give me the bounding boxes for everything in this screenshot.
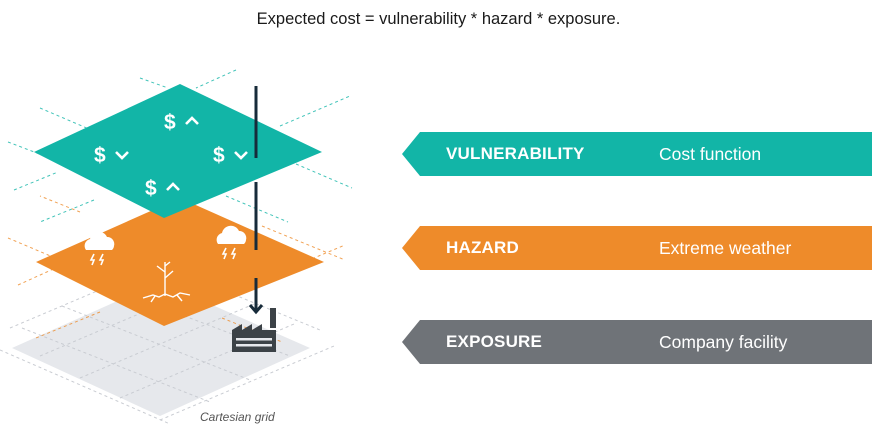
dollar-down-marker: $ <box>94 144 129 167</box>
pointer-icon <box>402 132 420 176</box>
label-bar: HAZARD Extreme weather <box>420 226 872 270</box>
hazard-label: HAZARD Extreme weather <box>402 226 872 270</box>
downward-arrow <box>248 86 264 315</box>
layer-name: HAZARD <box>446 238 519 257</box>
vulnerability-layer: $ $ $ $ <box>7 69 353 223</box>
layer-description: Extreme weather <box>659 238 792 258</box>
label-bar: EXPOSURE Company facility <box>420 320 872 364</box>
dry-plant-icon <box>142 261 191 303</box>
chevron-up-icon <box>185 116 199 125</box>
chevron-down-icon <box>115 151 129 160</box>
storm-cloud-icon <box>84 231 115 266</box>
dollar-icon: $ <box>164 111 176 134</box>
label-bar: VULNERABILITY Cost function <box>420 132 872 176</box>
layer-name: EXPOSURE <box>446 332 543 351</box>
vulnerability-label: VULNERABILITY Cost function <box>402 132 872 176</box>
dollar-up-marker: $ <box>164 111 199 134</box>
layer-description: Company facility <box>659 332 788 352</box>
dollar-up-marker: $ <box>145 177 180 200</box>
pointer-icon <box>402 320 420 364</box>
grid-caption: Cartesian grid <box>200 410 275 424</box>
chevron-up-icon <box>166 182 180 191</box>
dollar-down-marker: $ <box>213 144 248 167</box>
layer-description: Cost function <box>659 144 762 164</box>
factory-icon <box>232 308 276 352</box>
layer-name: VULNERABILITY <box>446 144 585 163</box>
dollar-icon: $ <box>145 177 157 200</box>
dollar-icon: $ <box>213 144 225 167</box>
chevron-down-icon <box>234 151 248 160</box>
exposure-label: EXPOSURE Company facility <box>402 320 872 364</box>
dollar-icon: $ <box>94 144 106 167</box>
pointer-icon <box>402 226 420 270</box>
hazard-layer <box>7 195 346 343</box>
equation-title: Expected cost = vulnerability * hazard *… <box>256 10 621 28</box>
storm-cloud-icon <box>216 225 247 260</box>
